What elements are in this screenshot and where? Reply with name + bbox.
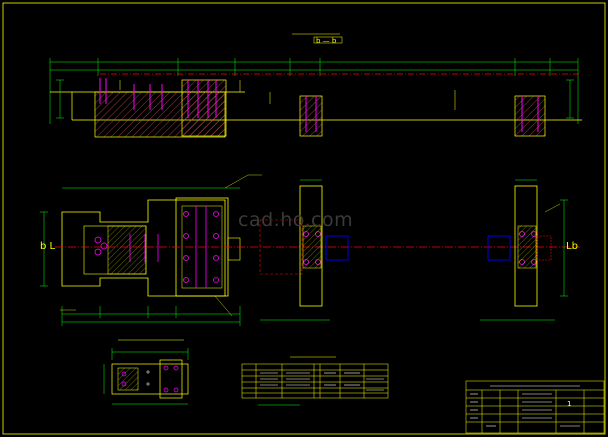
sheet-number: 1 bbox=[567, 400, 572, 408]
section-marker-right: Lb bbox=[566, 241, 578, 252]
section-tag: b — b bbox=[316, 37, 337, 45]
bolt-detail bbox=[103, 339, 189, 405]
section-elevation bbox=[49, 33, 582, 138]
plan-view bbox=[40, 174, 580, 326]
watermark: cad.ho.com bbox=[238, 209, 354, 231]
title-block bbox=[465, 380, 605, 434]
material-table bbox=[241, 356, 389, 406]
section-marker-left: b L bbox=[40, 241, 56, 252]
